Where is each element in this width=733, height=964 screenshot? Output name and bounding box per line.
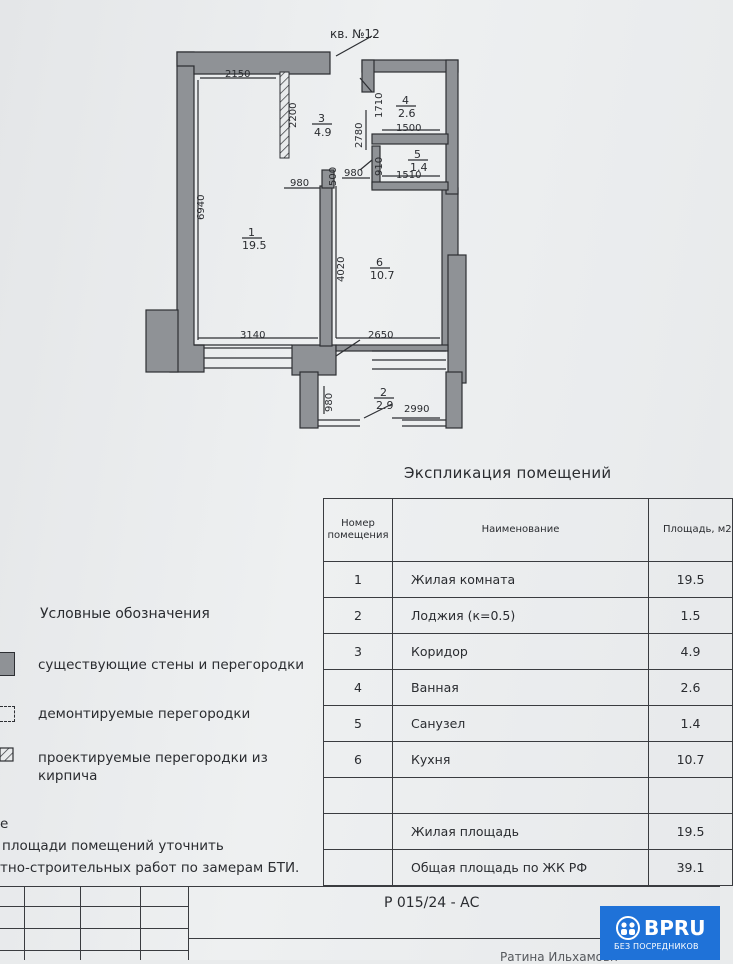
dim-1710: 1710 <box>374 93 385 118</box>
dim-980-corridor: 980 <box>290 178 309 189</box>
dim-4020: 4020 <box>336 257 347 282</box>
legend-brick-partitions-line2: кирпича <box>38 768 98 784</box>
dim-500: 500 <box>328 167 339 186</box>
svg-text:3: 3 <box>318 112 325 125</box>
svg-text:1.4: 1.4 <box>410 161 428 174</box>
header-number: Номер помещения <box>323 498 393 562</box>
table-row-living-area: Жилая площадь 19.5 <box>323 813 733 850</box>
document-code: Р 015/24 - АС <box>384 895 480 911</box>
wall-bath-mid <box>371 133 449 145</box>
legend-brick-partitions: проектируемые перегородки из <box>38 750 268 766</box>
svg-text:4: 4 <box>402 94 409 107</box>
wall-bath-top <box>361 59 459 73</box>
wall-left-pier <box>145 309 179 373</box>
svg-text:2.9: 2.9 <box>376 399 394 412</box>
svg-text:2: 2 <box>380 386 387 399</box>
dismantled-partitions-swatch <box>0 706 15 722</box>
header-name: Наименование <box>392 498 649 562</box>
room-4-label: 4 2.6 <box>396 94 416 120</box>
room-1-label: 1 19.5 <box>242 226 267 252</box>
stamp-border-top <box>0 886 720 887</box>
wall-partition <box>321 169 335 189</box>
stamp-row-line <box>0 928 188 929</box>
dim-1500: 1500 <box>396 123 421 134</box>
watermark-tagline: БЕЗ ПОСРЕДНИКОВ <box>614 942 699 951</box>
svg-text:6: 6 <box>376 256 383 269</box>
hatched-partition <box>279 71 290 159</box>
wall-bath-bottom <box>371 181 449 191</box>
table-row: 5 Санузел 1.4 <box>323 705 733 742</box>
table-row: 6 Кухня 10.7 <box>323 741 733 778</box>
dim-910: 910 <box>374 157 385 176</box>
note-line-1: е <box>0 816 9 832</box>
legend-existing-walls: существующие стены и перегородки <box>38 657 304 673</box>
wall-right-pier <box>447 254 467 384</box>
wall-top-left <box>176 51 331 75</box>
apartment-label: кв. №12 <box>330 27 380 41</box>
room-2-label: 2 2.9 <box>374 386 394 412</box>
svg-text:19.5: 19.5 <box>242 239 267 252</box>
stamp-col-line <box>140 886 141 960</box>
explication-table: Номер помещения Наименование Площадь, м2… <box>323 498 733 886</box>
wall-loggia-right <box>445 371 463 429</box>
svg-text:10.7: 10.7 <box>370 269 395 282</box>
svg-text:1: 1 <box>248 226 255 239</box>
stamp-author: Ратина Ильхамовн <box>500 950 618 964</box>
wall-bottom-pier <box>291 344 337 376</box>
table-row: 3 Коридор 4.9 <box>323 633 733 670</box>
dim-1510: 1510 <box>396 170 421 181</box>
wall-bath-right <box>445 59 459 195</box>
stamp-row-line <box>0 950 188 951</box>
legend-title: Условные обозначения <box>40 606 210 622</box>
dim-2650: 2650 <box>368 330 393 341</box>
dim-2200: 2200 <box>288 103 299 128</box>
room-3-label: 3 4.9 <box>312 112 332 139</box>
table-row-total-area: Общая площадь по ЖК РФ 39.1 <box>323 849 733 886</box>
table-row: 1 Жилая комната 19.5 <box>323 561 733 598</box>
brick-partitions-swatch <box>0 747 14 762</box>
existing-walls-swatch <box>0 652 15 676</box>
table-row: 2 Лоджия (к=0.5) 1.5 <box>323 597 733 634</box>
stamp-col-line <box>80 886 81 960</box>
dim-980-door: 980 <box>344 168 363 179</box>
room-6-label: 6 10.7 <box>370 256 395 282</box>
dim-2990: 2990 <box>404 404 429 415</box>
wall-bottom-kitchen <box>335 344 449 352</box>
explication-title: Экспликация помещений <box>404 464 612 482</box>
people-logo-icon <box>616 916 640 940</box>
note-line-2: площади помещений уточнить <box>2 838 224 854</box>
dim-2150: 2150 <box>225 69 250 80</box>
legend-dismantled-partitions: демонтируемые перегородки <box>38 706 251 722</box>
wall-loggia-left <box>299 371 319 429</box>
stamp-col-line <box>188 886 189 960</box>
header-area: Площадь, м2 <box>648 498 733 562</box>
floor-plan: кв. №12 2150 2200 6940 980 500 980 4020 … <box>145 27 467 429</box>
wall-kitchen-left <box>319 185 333 347</box>
svg-text:5: 5 <box>414 148 421 161</box>
table-row-empty <box>323 777 733 814</box>
svg-text:2.6: 2.6 <box>398 107 416 120</box>
dim-6940: 6940 <box>196 195 207 220</box>
svg-text:4.9: 4.9 <box>314 126 332 139</box>
watermark-badge[interactable]: BPRU БЕЗ ПОСРЕДНИКОВ <box>600 906 720 960</box>
stamp-col-line <box>24 886 25 960</box>
dim-980-loggia: 980 <box>324 393 335 412</box>
watermark-brand: BPRU <box>644 916 706 940</box>
note-line-3: тно-строительных работ по замерам БТИ. <box>0 860 300 876</box>
dim-2780: 2780 <box>354 123 365 148</box>
stamp-row-line <box>188 938 608 939</box>
room-5-label: 5 1.4 <box>408 148 428 174</box>
table-row: 4 Ванная 2.6 <box>323 669 733 706</box>
table-header: Номер помещения Наименование Площадь, м2 <box>323 498 733 562</box>
dim-3140: 3140 <box>240 330 265 341</box>
stamp-row-line <box>0 906 188 907</box>
